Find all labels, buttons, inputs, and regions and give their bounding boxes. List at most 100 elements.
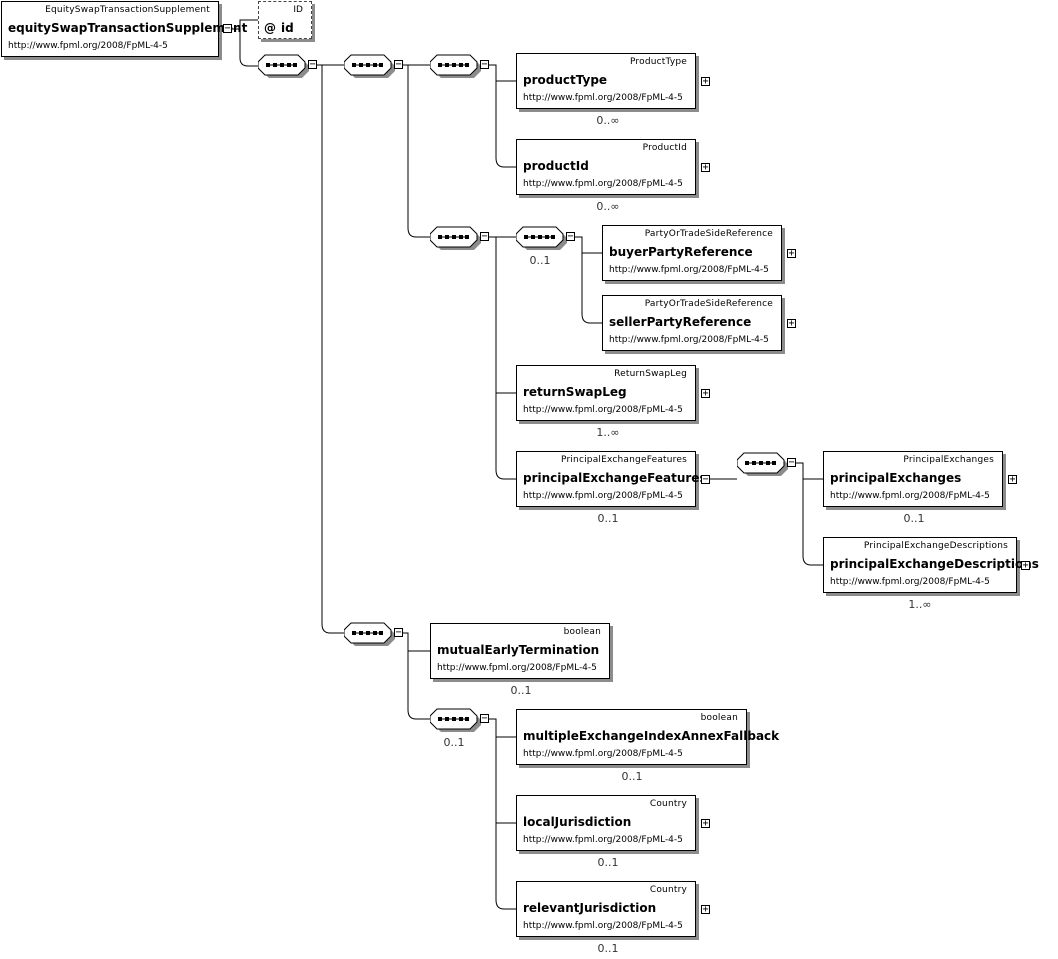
connector-line: [489, 718, 516, 824]
connector-line: [489, 236, 516, 480]
element-namespace: http://www.fpml.org/2008/FpML-4-5: [523, 179, 683, 189]
expand-icon[interactable]: +: [787, 248, 796, 259]
collapse-icon[interactable]: −: [480, 59, 489, 70]
element-name: localJurisdiction: [523, 815, 632, 829]
element-mutualEarlyTermination[interactable]: boolean mutualEarlyTermination http://ww…: [430, 623, 610, 679]
cardinality-label: 0..1: [621, 770, 643, 783]
cardinality-label: 0..1: [903, 512, 925, 525]
element-namespace: http://www.fpml.org/2008/FpML-4-5: [609, 265, 769, 275]
element-name: principalExchanges: [830, 471, 962, 485]
connector-line: [403, 632, 430, 652]
element-type: boolean: [563, 627, 601, 637]
element-name: principalExchangeDescriptions: [830, 557, 1039, 571]
connector-line: [317, 64, 344, 634]
attribute-icon: @: [264, 21, 276, 35]
cardinality-label: 0..1: [597, 512, 619, 525]
root-element-box[interactable]: EquitySwapTransactionSupplement equitySw…: [1, 1, 247, 57]
element-type: PartyOrTradeSideReference: [644, 229, 773, 239]
element-name: principalExchangeFeatures: [523, 471, 707, 485]
connector-line: [489, 718, 516, 910]
connector-line: [796, 462, 823, 480]
element-namespace: http://www.fpml.org/2008/FpML-4-5: [523, 405, 683, 415]
sequence-compositor-icon[interactable]: [344, 54, 395, 78]
collapse-icon[interactable]: −: [480, 713, 489, 724]
element-sellerPartyReference[interactable]: PartyOrTradeSideReference sellerPartyRef…: [602, 295, 782, 351]
element-namespace: http://www.fpml.org/2008/FpML-4-5: [437, 663, 597, 673]
element-principalExchanges[interactable]: PrincipalExchanges principalExchanges ht…: [823, 451, 1003, 507]
element-type: ProductType: [629, 57, 687, 67]
cardinality-label: 0..1: [510, 684, 532, 697]
expand-icon[interactable]: +: [701, 818, 710, 829]
sequence-compositor-icon[interactable]: [430, 708, 481, 732]
element-name: multipleExchangeIndexAnnexFallback: [523, 729, 780, 743]
connector-line: [796, 462, 823, 566]
collapse-icon[interactable]: −: [394, 59, 403, 70]
collapse-icon[interactable]: −: [787, 457, 796, 468]
element-type: ReturnSwapLeg: [614, 369, 687, 379]
element-localJurisdiction[interactable]: Country localJurisdiction http://www.fpm…: [516, 795, 696, 851]
sequence-compositor-icon[interactable]: [430, 54, 481, 78]
element-type: boolean: [700, 713, 738, 723]
connector-line: [489, 64, 516, 82]
element-principalExchangeFeatures[interactable]: PrincipalExchangeFeatures principalExcha…: [516, 451, 707, 507]
element-name: productType: [523, 73, 608, 87]
expand-icon[interactable]: +: [701, 162, 710, 173]
sequence-compositor-icon[interactable]: [344, 622, 395, 646]
connector-line: [403, 64, 430, 238]
element-relevantJurisdiction[interactable]: Country relevantJurisdiction http://www.…: [516, 881, 696, 937]
connector-line: [403, 632, 430, 720]
element-namespace: http://www.fpml.org/2008/FpML-4-5: [523, 491, 683, 501]
connector-line: [489, 718, 516, 738]
sequence-compositor-icon[interactable]: [430, 226, 481, 250]
element-type: PrincipalExchangeFeatures: [560, 455, 687, 465]
element-principalExchangeDescriptions[interactable]: PrincipalExchangeDescriptions principalE…: [823, 537, 1039, 593]
element-type: Country: [649, 885, 687, 895]
expand-icon[interactable]: +: [701, 76, 710, 87]
element-type: ProductId: [642, 143, 687, 153]
element-buyerPartyReference[interactable]: PartyOrTradeSideReference buyerPartyRefe…: [602, 225, 782, 281]
sequence-compositor-icon[interactable]: [737, 452, 788, 476]
collapse-icon[interactable]: −: [566, 231, 575, 242]
attribute-name: id: [281, 21, 294, 35]
expand-icon[interactable]: +: [1008, 474, 1017, 485]
connector-line: [575, 236, 602, 254]
element-namespace: http://www.fpml.org/2008/FpML-4-5: [609, 335, 769, 345]
expand-icon[interactable]: +: [1021, 560, 1030, 571]
cardinality-label: 0..1: [597, 942, 619, 955]
element-name: buyerPartyReference: [609, 245, 753, 259]
element-name: mutualEarlyTermination: [437, 643, 600, 657]
element-returnSwapLeg[interactable]: ReturnSwapLeg returnSwapLeg http://www.f…: [516, 365, 696, 421]
cardinality-label: 0..1: [443, 736, 465, 749]
element-namespace: http://www.fpml.org/2008/FpML-4-5: [523, 93, 683, 103]
cardinality-label: 0..∞: [596, 114, 620, 127]
collapse-icon[interactable]: −: [480, 231, 489, 242]
collapse-icon[interactable]: −: [701, 474, 710, 485]
element-namespace: http://www.fpml.org/2008/FpML-4-5: [523, 835, 683, 845]
cardinality-label: 1..∞: [908, 598, 932, 611]
element-productType[interactable]: ProductType productType http://www.fpml.…: [516, 53, 696, 109]
element-namespace: http://www.fpml.org/2008/FpML-4-5: [523, 921, 683, 931]
element-type: PartyOrTradeSideReference: [644, 299, 773, 309]
collapse-icon[interactable]: −: [394, 627, 403, 638]
attribute-id-box[interactable]: ID @ id: [258, 1, 312, 39]
element-name: productId: [523, 159, 589, 173]
element-namespace: http://www.fpml.org/2008/FpML-4-5: [523, 749, 683, 759]
cardinality-label: 0..∞: [596, 200, 620, 213]
collapse-icon[interactable]: −: [223, 23, 232, 34]
attribute-type: ID: [293, 5, 303, 15]
collapse-icon[interactable]: −: [308, 59, 317, 70]
element-type: Country: [649, 799, 687, 809]
element-namespace: http://www.fpml.org/2008/FpML-4-5: [830, 491, 990, 501]
element-name: sellerPartyReference: [609, 315, 752, 329]
expand-icon[interactable]: +: [787, 318, 796, 329]
element-name: returnSwapLeg: [523, 385, 627, 399]
sequence-compositor-icon[interactable]: [516, 226, 567, 250]
cardinality-label: 0..1: [529, 254, 551, 267]
element-multipleExchangeIndexAnnexFallback[interactable]: boolean multipleExchangeIndexAnnexFallba…: [516, 709, 779, 765]
expand-icon[interactable]: +: [701, 904, 710, 915]
expand-icon[interactable]: +: [701, 388, 710, 399]
element-productId[interactable]: ProductId productId http://www.fpml.org/…: [516, 139, 696, 195]
connector-line: [575, 236, 602, 324]
sequence-compositor-icon[interactable]: [258, 54, 309, 78]
